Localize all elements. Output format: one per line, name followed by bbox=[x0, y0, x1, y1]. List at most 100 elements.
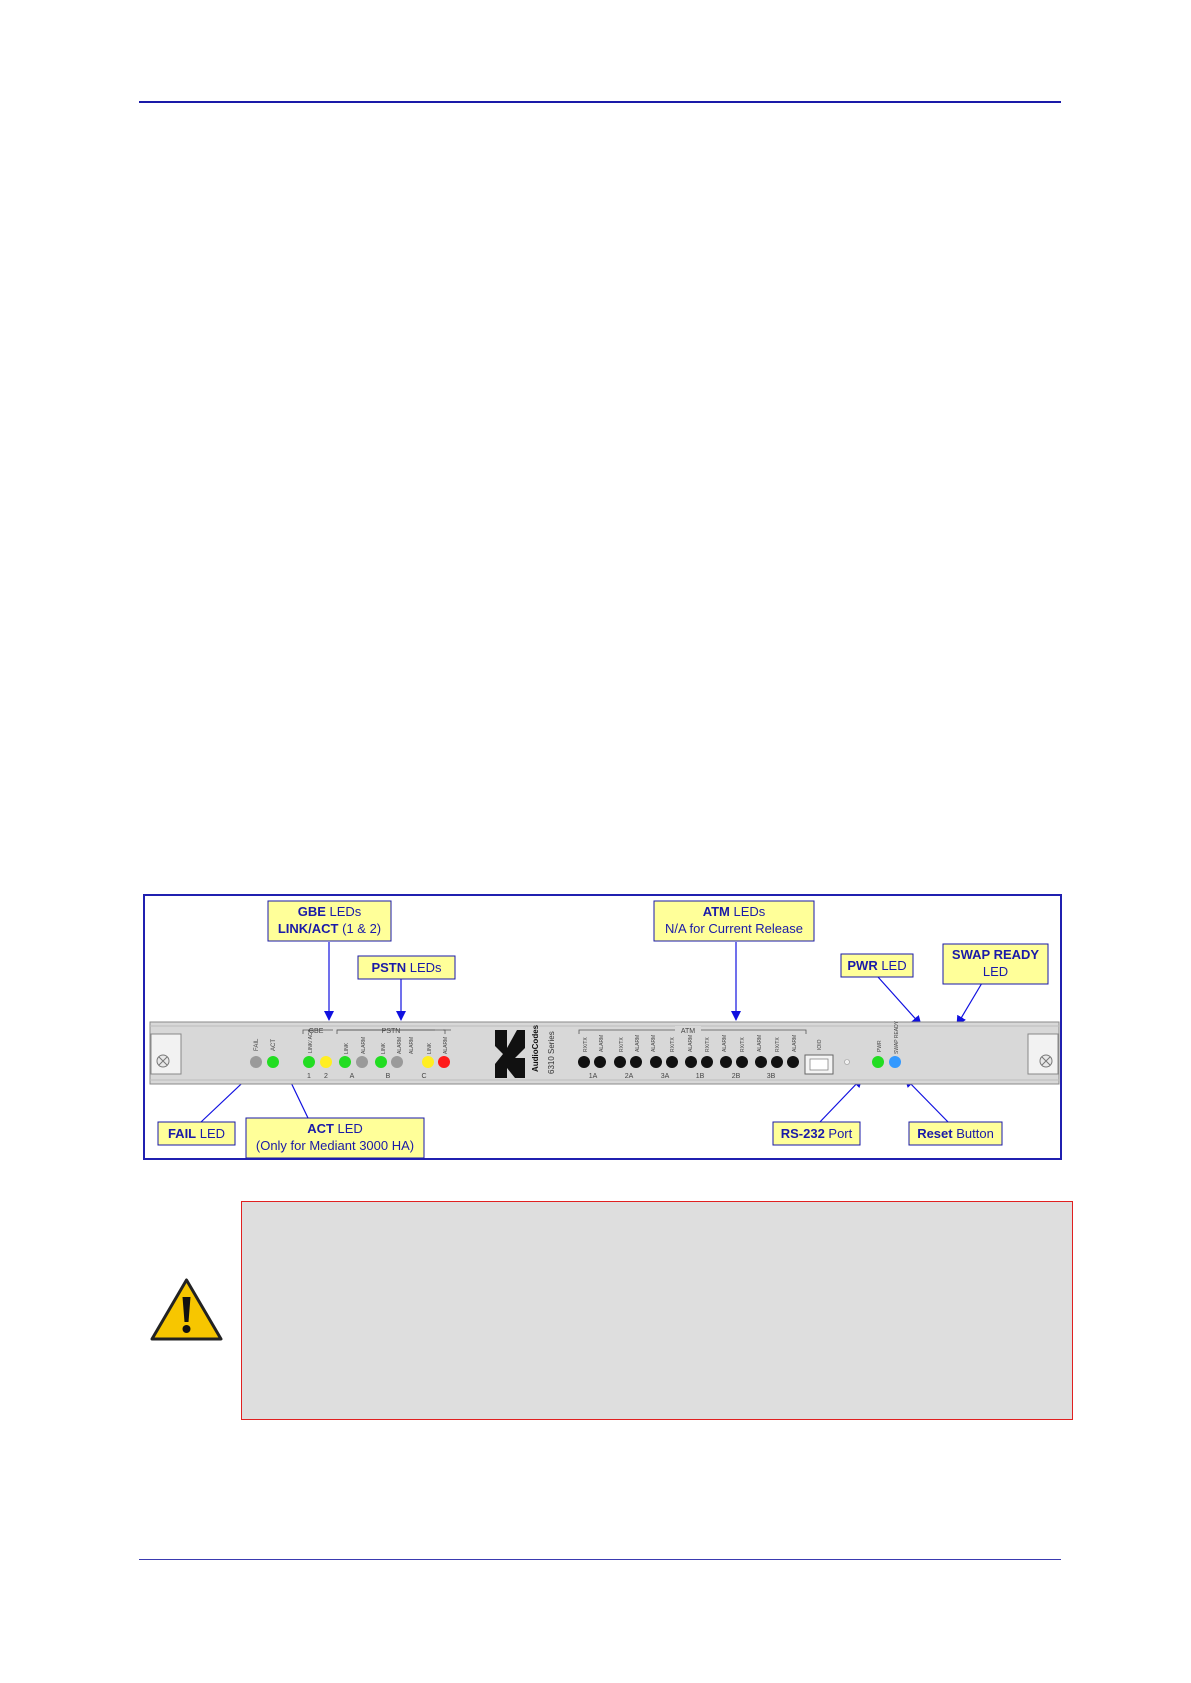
callout-fail: FAIL LED bbox=[157, 1121, 236, 1146]
gbe-led-label: LINK/ ACT bbox=[308, 1029, 314, 1053]
svg-text:ATM LEDs: ATM LEDs bbox=[703, 904, 766, 919]
pstn-led-b-link bbox=[375, 1056, 387, 1068]
svg-text:3A: 3A bbox=[661, 1073, 670, 1080]
atm-led bbox=[685, 1056, 697, 1068]
callout-rs232: RS-232 Port bbox=[772, 1121, 861, 1146]
svg-text:N/A for Current Release: N/A for Current Release bbox=[665, 921, 803, 936]
atm-led bbox=[630, 1056, 642, 1068]
atm-led bbox=[720, 1056, 732, 1068]
pwr-label: PWR bbox=[877, 1040, 883, 1052]
callout-pwr: PWR LED bbox=[840, 953, 914, 978]
svg-text:ALARM: ALARM bbox=[599, 1035, 605, 1052]
svg-text:SWAP READY: SWAP READY bbox=[952, 947, 1039, 962]
svg-text:FAIL LED: FAIL LED bbox=[168, 1126, 225, 1141]
pstn-led-a-link bbox=[339, 1056, 351, 1068]
callout-act: ACT LED (Only for Mediant 3000 HA) bbox=[245, 1117, 425, 1159]
svg-text:LED: LED bbox=[983, 964, 1008, 979]
svg-text:1: 1 bbox=[307, 1073, 311, 1080]
callout-swap-ready: SWAP READY LED bbox=[942, 943, 1049, 985]
svg-text:B: B bbox=[386, 1073, 391, 1080]
callout-reset: Reset Button bbox=[908, 1121, 1003, 1146]
svg-text:2: 2 bbox=[324, 1073, 328, 1080]
atm-led bbox=[650, 1056, 662, 1068]
fail-label: FAIL bbox=[254, 1038, 260, 1051]
act-label: ACT bbox=[271, 1039, 277, 1051]
gbe-led-2 bbox=[320, 1056, 332, 1068]
svg-text:ALARM: ALARM bbox=[651, 1035, 657, 1052]
svg-text:ALARM: ALARM bbox=[409, 1037, 415, 1054]
svg-text:C: C bbox=[421, 1073, 426, 1080]
callout-arrows bbox=[200, 942, 983, 1125]
svg-text:1B: 1B bbox=[696, 1073, 705, 1080]
pstn-led-c-link bbox=[422, 1056, 434, 1068]
atm-led bbox=[701, 1056, 713, 1068]
svg-text:PWR LED: PWR LED bbox=[847, 958, 906, 973]
svg-text:ALARM: ALARM bbox=[757, 1035, 763, 1052]
svg-text:RX/TX: RX/TX bbox=[670, 1037, 676, 1052]
svg-text:1A: 1A bbox=[589, 1073, 598, 1080]
act-led bbox=[267, 1056, 279, 1068]
atm-leds bbox=[578, 1056, 799, 1068]
svg-text:PSTN LEDs: PSTN LEDs bbox=[371, 960, 442, 975]
svg-text:RX/TX: RX/TX bbox=[740, 1037, 746, 1052]
atm-led bbox=[736, 1056, 748, 1068]
svg-text:ALARM: ALARM bbox=[722, 1035, 728, 1052]
svg-text:ALARM: ALARM bbox=[443, 1037, 449, 1054]
pstn-led-b-alarm bbox=[391, 1056, 403, 1068]
svg-text:ALARM: ALARM bbox=[792, 1035, 798, 1052]
svg-text:ALARM: ALARM bbox=[361, 1037, 367, 1054]
svg-text:LINK/ACT (1 & 2): LINK/ACT (1 & 2) bbox=[278, 921, 381, 936]
arrow-swap bbox=[956, 982, 983, 1026]
callout-gbe: GBE LEDs LINK/ACT (1 & 2) bbox=[267, 900, 392, 942]
atm-led bbox=[666, 1056, 678, 1068]
atm-led bbox=[787, 1056, 799, 1068]
header-rule bbox=[139, 101, 1061, 103]
pstn-led-labels: LINK ALARM LINK ALARM ALARM LINK ALARM bbox=[344, 1037, 449, 1054]
footer-rule bbox=[139, 1559, 1061, 1560]
reset-button bbox=[844, 1059, 850, 1065]
svg-text:ACT LED: ACT LED bbox=[307, 1121, 363, 1136]
svg-text:AudioCodes: AudioCodes bbox=[531, 1024, 540, 1072]
svg-text:3B: 3B bbox=[767, 1073, 776, 1080]
front-panel-figure: GBE LEDs LINK/ACT (1 & 2) PSTN LEDs ATM … bbox=[143, 894, 1062, 1160]
callout-pstn: PSTN LEDs bbox=[357, 955, 456, 980]
arrow-reset bbox=[904, 1077, 951, 1125]
audiocodes-logo: AudioCodes 6310 Series bbox=[495, 1024, 556, 1078]
svg-text:LINK: LINK bbox=[344, 1042, 350, 1054]
gbe-led-1 bbox=[303, 1056, 315, 1068]
svg-text:6310 Series: 6310 Series bbox=[547, 1031, 556, 1074]
svg-text:A: A bbox=[350, 1073, 355, 1080]
svg-text:LINK: LINK bbox=[381, 1042, 387, 1054]
note-box bbox=[241, 1201, 1073, 1420]
pwr-led bbox=[872, 1056, 884, 1068]
swap-label: SWAP READY bbox=[894, 1020, 900, 1054]
atm-group-label: ATM bbox=[681, 1028, 695, 1035]
svg-text:ALARM: ALARM bbox=[635, 1035, 641, 1052]
pstn-led-c-alarm bbox=[438, 1056, 450, 1068]
front-panel: FAIL ACT GBE LINK/ ACT 1 2 PSTN LINK ALA… bbox=[149, 1020, 1060, 1085]
right-ejector-handle bbox=[1027, 1033, 1059, 1075]
ioio-label: IOIO bbox=[817, 1039, 823, 1050]
arrow-rs232 bbox=[817, 1077, 863, 1125]
svg-text:GBE LEDs: GBE LEDs bbox=[298, 904, 362, 919]
svg-text:RX/TX: RX/TX bbox=[775, 1037, 781, 1052]
svg-text:2A: 2A bbox=[625, 1073, 634, 1080]
svg-text:ALARM: ALARM bbox=[397, 1037, 403, 1054]
pstn-group-label: PSTN bbox=[382, 1028, 401, 1035]
svg-text:(Only for Mediant 3000 HA): (Only for Mediant 3000 HA) bbox=[256, 1138, 414, 1153]
pstn-led-a-alarm bbox=[356, 1056, 368, 1068]
gbe-group-label: GBE bbox=[309, 1028, 324, 1035]
svg-text:LINK: LINK bbox=[427, 1042, 433, 1054]
svg-text:2B: 2B bbox=[732, 1073, 741, 1080]
atm-led bbox=[755, 1056, 767, 1068]
svg-text:RX/TX: RX/TX bbox=[619, 1037, 625, 1052]
fail-led bbox=[250, 1056, 262, 1068]
svg-text:Reset Button: Reset Button bbox=[917, 1126, 994, 1141]
atm-led bbox=[614, 1056, 626, 1068]
atm-led-labels: RX/TX ALARM RX/TX ALARM ALARM RX/TX ALAR… bbox=[583, 1035, 798, 1052]
left-ejector-handle bbox=[150, 1033, 182, 1075]
svg-text:RX/TX: RX/TX bbox=[705, 1037, 711, 1052]
svg-text:ALARM: ALARM bbox=[688, 1035, 694, 1052]
swap-ready-led bbox=[889, 1056, 901, 1068]
atm-led bbox=[594, 1056, 606, 1068]
